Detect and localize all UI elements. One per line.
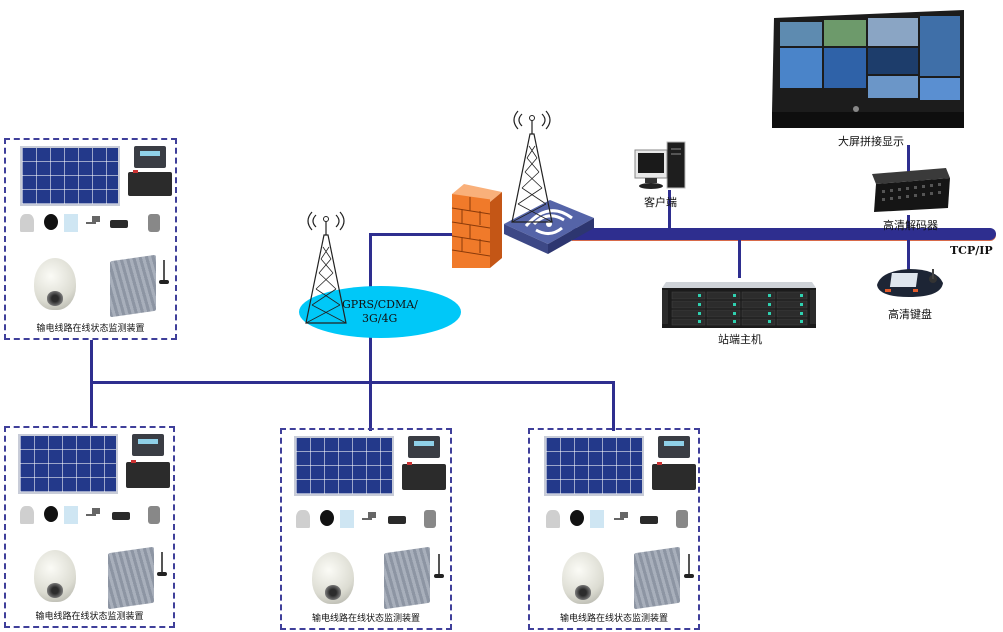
tcpip-label: TCP/IP [950, 244, 993, 257]
keyboard-label: 高清键盘 [888, 308, 932, 321]
monitoring-station: 输电线路在线状态监测装置 [4, 138, 177, 340]
ptz-dome-camera-icon [34, 258, 76, 310]
weather-sensor-icon [44, 506, 58, 522]
antenna-icon [157, 552, 167, 576]
client-label: 客户端 [644, 196, 677, 209]
inclination-sensor-icon [640, 516, 658, 524]
monitoring-terminal-icon [634, 546, 680, 610]
firewall-icon [450, 182, 504, 274]
wire-station-1 [90, 340, 93, 383]
monitoring-terminal-icon [108, 546, 154, 610]
wind-sensor-icon [64, 214, 78, 232]
decoder-icon [868, 168, 952, 212]
charge-controller-icon [134, 146, 166, 168]
inclination-sensor-icon [388, 516, 406, 524]
wire-station-host [738, 240, 741, 278]
monitoring-terminal-icon [110, 254, 156, 318]
vibration-sensor-icon [148, 506, 160, 524]
station-host-label: 站端主机 [718, 333, 762, 346]
monitoring-station: 输电线路在线状态监测装置 [280, 428, 452, 630]
weather-sensor-icon [320, 510, 334, 526]
monitoring-terminal-icon [384, 546, 430, 610]
wireless-cloud-label-2: 3G/4G [362, 312, 398, 325]
solar-panel-icon [18, 434, 118, 494]
control-keyboard-icon [873, 265, 945, 301]
solar-panel-icon [544, 436, 644, 496]
ptz-dome-camera-icon [312, 552, 354, 604]
decoder-label: 高清解码器 [883, 219, 938, 232]
wire-station-3 [369, 381, 372, 431]
station-caption: 输电线路在线状态监测装置 [311, 614, 420, 624]
wire-decoder [907, 145, 910, 173]
wire-client [668, 190, 671, 230]
radio-tower-icon [302, 205, 350, 329]
battery-icon [402, 462, 446, 490]
weather-sensor-icon [44, 214, 58, 230]
rack-server-icon [660, 278, 818, 328]
tension-sensor-icon [546, 510, 560, 528]
temperature-sensor-icon [86, 508, 100, 526]
antenna-icon [434, 554, 444, 578]
solar-panel-icon [20, 146, 120, 206]
tension-sensor-icon [20, 506, 34, 524]
battery-icon [128, 170, 172, 196]
charge-controller-icon [132, 434, 164, 456]
video-wall-icon [768, 8, 968, 130]
wind-sensor-icon [590, 510, 604, 528]
wire-decoder-bus [907, 215, 910, 270]
antenna-icon [684, 554, 694, 578]
tcpip-bus [572, 228, 996, 240]
radio-tower-icon [508, 104, 556, 228]
inclination-sensor-icon [110, 220, 128, 228]
antenna-icon [159, 260, 169, 284]
station-caption: 输电线路在线状态监测装置 [35, 612, 144, 622]
wire-station-4 [612, 381, 615, 431]
temperature-sensor-icon [86, 216, 100, 234]
video-wall-label: 大屏拼接显示 [838, 135, 904, 148]
monitoring-station: 输电线路在线状态监测装置 [4, 426, 175, 628]
charge-controller-icon [408, 436, 440, 458]
vibration-sensor-icon [148, 214, 160, 232]
wire-distribution-h [90, 381, 614, 384]
desktop-computer-icon [633, 140, 689, 192]
temperature-sensor-icon [614, 512, 628, 530]
wireless-cloud-label-1: GPRS/CDMA/ [342, 298, 418, 311]
tension-sensor-icon [20, 214, 34, 232]
temperature-sensor-icon [362, 512, 376, 530]
wind-sensor-icon [64, 506, 78, 524]
battery-icon [126, 460, 170, 488]
tension-sensor-icon [296, 510, 310, 528]
inclination-sensor-icon [112, 512, 130, 520]
vibration-sensor-icon [424, 510, 436, 528]
battery-icon [652, 462, 696, 490]
wire-station-2 [90, 381, 93, 428]
ptz-dome-camera-icon [34, 550, 76, 602]
station-caption: 输电线路在线状态监测装置 [36, 324, 145, 334]
station-caption: 输电线路在线状态监测装置 [559, 614, 668, 624]
charge-controller-icon [658, 436, 690, 458]
monitoring-station: 输电线路在线状态监测装置 [528, 428, 700, 630]
ptz-dome-camera-icon [562, 552, 604, 604]
vibration-sensor-icon [676, 510, 688, 528]
solar-panel-icon [294, 436, 394, 496]
wind-sensor-icon [340, 510, 354, 528]
weather-sensor-icon [570, 510, 584, 526]
wire-firewall-cloud-h [369, 233, 461, 236]
